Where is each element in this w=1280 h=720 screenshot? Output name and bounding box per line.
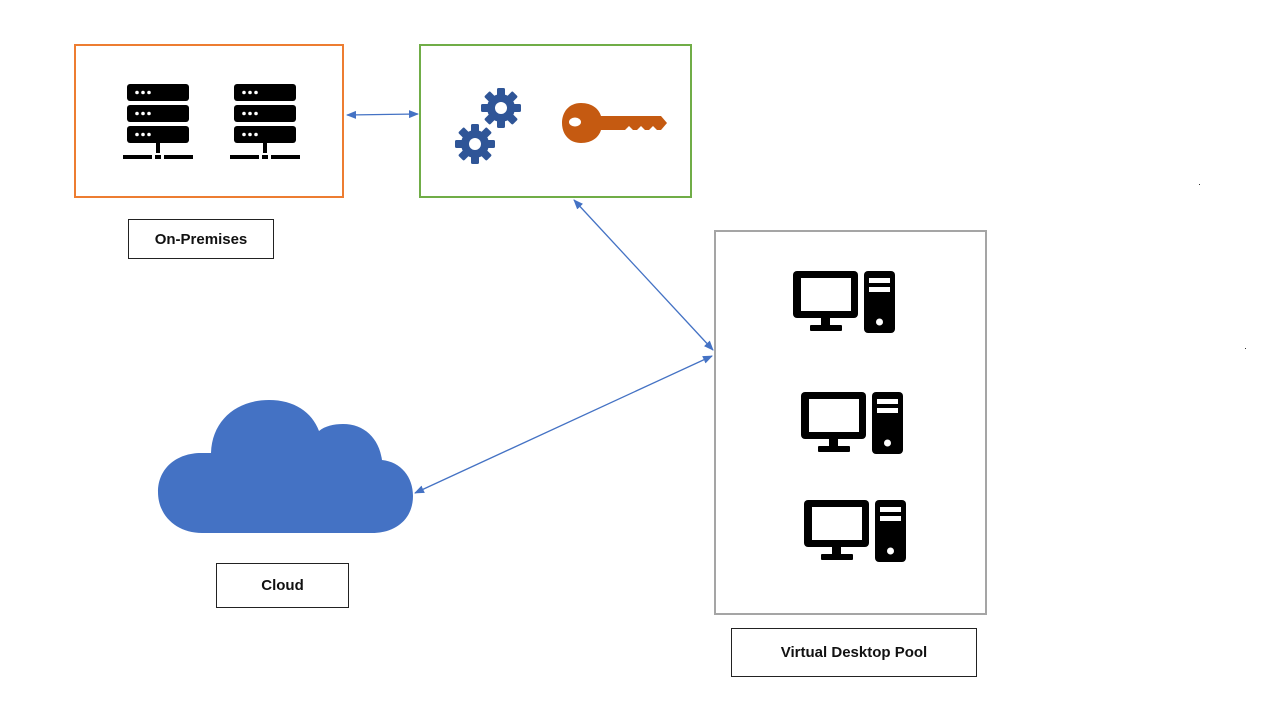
desktop-computer-icon xyxy=(804,500,906,562)
edge-onprem-keyvault xyxy=(346,110,419,119)
edge-keyvault-pool xyxy=(573,199,714,351)
server-icon xyxy=(230,84,300,159)
cloud-label: Cloud xyxy=(216,563,349,608)
gears-icon xyxy=(455,88,521,164)
virtual-desktop-pool-label: Virtual Desktop Pool xyxy=(731,628,977,677)
server-icon xyxy=(123,84,193,159)
key-management-node[interactable] xyxy=(419,44,692,198)
desktop-computer-icon xyxy=(793,271,895,333)
virtual-desktop-pool-node[interactable] xyxy=(714,230,987,615)
key-icon xyxy=(562,103,667,143)
artifact-dot xyxy=(1199,184,1200,185)
artifact-dot xyxy=(1245,348,1246,349)
cloud-icon[interactable] xyxy=(157,398,413,534)
on-premises-label: On-Premises xyxy=(128,219,274,259)
edge-cloud-pool xyxy=(414,355,713,494)
on-premises-node[interactable] xyxy=(74,44,344,198)
desktop-computer-icon xyxy=(801,392,903,454)
